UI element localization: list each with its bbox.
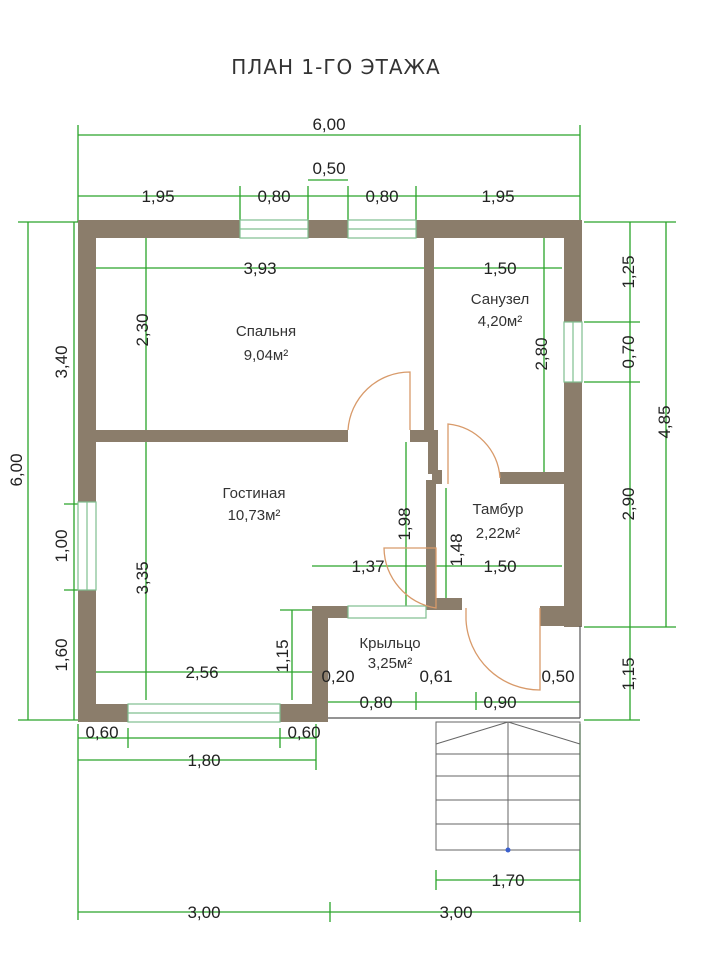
dim-stairs-width: 1,70 [491,871,524,890]
dim-bedroom-width: 3,93 [243,259,276,278]
dim-right-b: 0,70 [619,335,638,368]
dim-bath-height: 2,80 [532,337,551,370]
dim-right-c: 2,90 [619,487,638,520]
dim-bath-width: 1,50 [483,259,516,278]
room-area-bedroom: 9,04м² [244,347,289,364]
doors [347,371,541,691]
dim-left-upper: 3,40 [52,345,71,378]
dim-vestibule-h1: 1,98 [395,507,414,540]
room-area-bathroom: 4,20м² [478,313,523,330]
dim-bedroom-height: 2,30 [133,313,152,346]
room-area-living: 10,73м² [228,507,281,524]
dim-top-right: 1,95 [481,187,514,206]
dim-bottom-b: 0,60 [287,723,320,742]
windows [77,219,583,723]
dimension-lines [18,125,676,922]
dimension-labels: 6,00 0,50 1,95 0,80 0,80 1,95 3,93 1,50 … [7,115,674,922]
room-area-vestibule: 2,22м² [476,525,521,542]
room-name-bathroom: Санузел [471,291,529,308]
dim-porch-e: 0,90 [483,693,516,712]
walls [78,220,582,722]
dim-left-window: 1,00 [52,529,71,562]
dim-porch-height: 1,15 [273,639,292,672]
dim-vestibule-w1: 1,37 [351,557,384,576]
room-name-vestibule: Тамбур [473,501,524,518]
dim-top-window-1: 0,80 [257,187,290,206]
dim-top-window-2: 0,80 [365,187,398,206]
dim-top-left: 1,95 [141,187,174,206]
dim-porch-d: 0,80 [359,693,392,712]
dim-right-total: 4,85 [655,405,674,438]
dim-porch-c: 0,50 [541,667,574,686]
room-area-porch: 3,25м² [368,655,413,672]
plan-title: ПЛАН 1-ГО ЭТАЖА [231,55,440,79]
dim-left-lower: 1,60 [52,638,71,671]
room-name-bedroom: Спальня [236,323,296,340]
dim-living-height: 3,35 [133,561,152,594]
dim-bottom-right: 3,00 [439,903,472,922]
dim-bottom-c: 1,80 [187,751,220,770]
porch-outline [328,626,581,719]
dim-right-d: 1,15 [619,657,638,690]
dim-bottom-left: 3,00 [187,903,220,922]
dim-left-total: 6,00 [7,453,26,486]
room-name-living: Гостиная [223,485,286,502]
dim-living-width: 2,56 [185,663,218,682]
dim-top-total: 6,00 [312,115,345,134]
room-name-porch: Крыльцо [359,635,420,652]
dim-top-mid: 0,50 [312,159,345,178]
dim-vestibule-h2: 1,48 [447,533,466,566]
dim-porch-a: 0,20 [321,667,354,686]
dim-vestibule-w2: 1,50 [483,557,516,576]
stairs [435,721,581,853]
dim-right-a: 1,25 [619,255,638,288]
dim-porch-b: 0,61 [419,667,452,686]
dim-bottom-a: 0,60 [85,723,118,742]
